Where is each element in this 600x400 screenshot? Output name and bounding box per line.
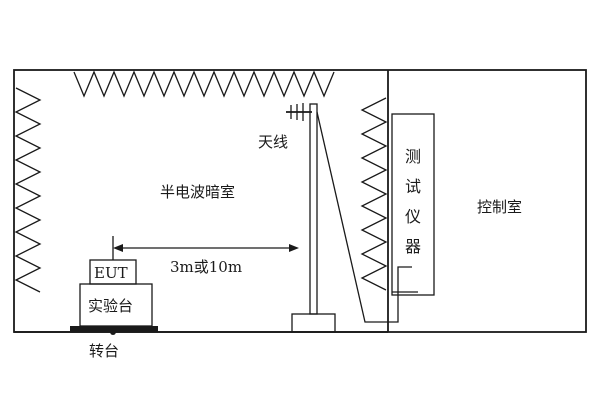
turntable: [70, 326, 158, 332]
antenna-cable: [316, 111, 412, 323]
instrument-char-1: 测: [405, 147, 421, 166]
distance-label: 3m或10m: [170, 258, 242, 276]
antenna-label: 天线: [258, 133, 288, 151]
eut-label: EUT: [94, 264, 128, 282]
test-table-label: 实验台: [88, 297, 133, 315]
left-wall-absorber: [14, 87, 42, 293]
control-room-label: 控制室: [477, 198, 522, 216]
ceiling-absorber: [73, 70, 335, 98]
instrument-char-3: 仪: [405, 207, 421, 226]
right-wall-absorber: [360, 97, 388, 291]
test-instrument: [391, 113, 435, 296]
turntable-label: 转台: [89, 342, 119, 360]
distance-arrow: [113, 244, 299, 252]
chamber-label: 半电波暗室: [160, 183, 235, 201]
antenna-mast: [286, 103, 336, 333]
instrument-char-4: 器: [405, 237, 421, 256]
turntable-pivot: [110, 329, 116, 335]
instrument-char-2: 试: [405, 177, 421, 196]
